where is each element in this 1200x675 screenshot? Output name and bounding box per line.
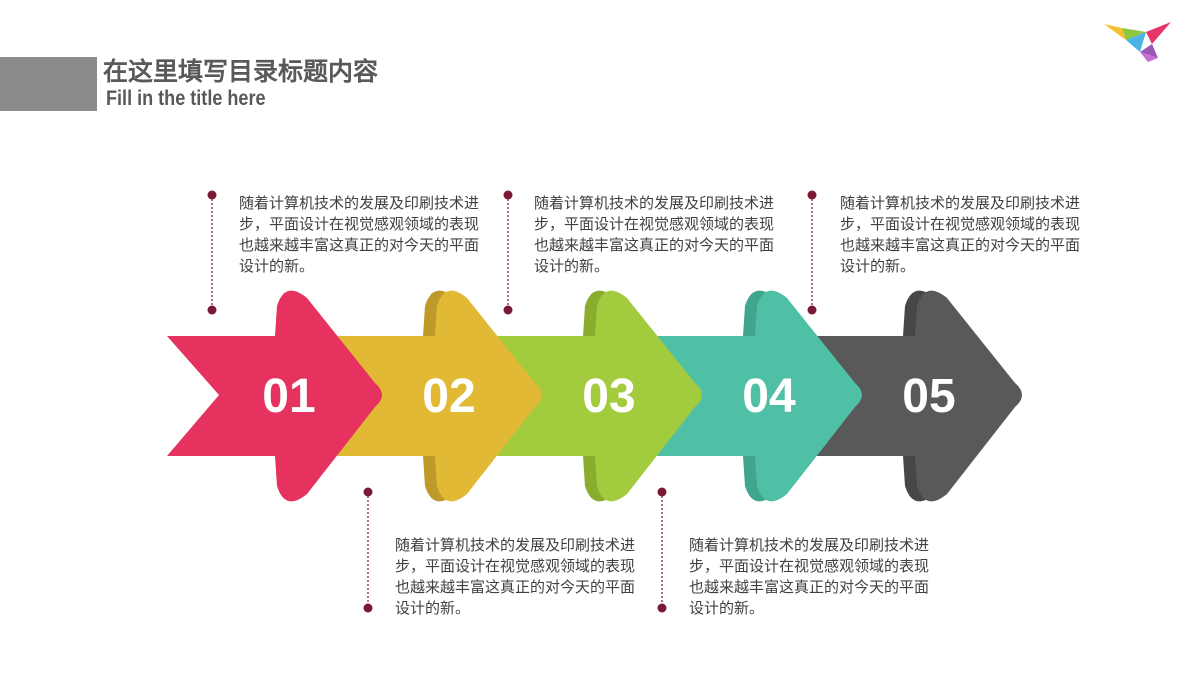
connector-dot — [503, 190, 513, 200]
connector-dot — [207, 305, 217, 315]
step-5-description: 随着计算机技术的发展及印刷技术进步，平面设计在视觉感观领域的表现也越来越丰富这真… — [840, 194, 1081, 275]
connector-dot — [657, 603, 667, 613]
step-number-1: 01 — [262, 370, 315, 423]
arrow-step-3 — [487, 290, 702, 502]
connector-dot — [807, 305, 817, 315]
connector-dot — [807, 190, 817, 200]
connector-dot — [363, 487, 373, 497]
page-title: 在这里填写目录标题内容 — [103, 57, 379, 86]
step-number-5: 05 — [902, 370, 955, 423]
step-1-description: 随着计算机技术的发展及印刷技术进步，平面设计在视觉感观领域的表现也越来越丰富这真… — [239, 194, 480, 275]
step-number-2: 02 — [422, 370, 475, 423]
step-number-4: 04 — [742, 370, 796, 423]
page-subtitle: Fill in the title here — [106, 87, 266, 110]
step-number-3: 03 — [582, 370, 635, 423]
arrow-step-2 — [327, 290, 542, 502]
connector-dot — [207, 190, 217, 200]
connector-dot — [657, 487, 667, 497]
arrow-step-1 — [167, 290, 382, 502]
connector-dot — [503, 305, 513, 315]
connector-dot — [363, 603, 373, 613]
step-2-description: 随着计算机技术的发展及印刷技术进步，平面设计在视觉感观领域的表现也越来越丰富这真… — [395, 536, 636, 617]
step-4-description: 随着计算机技术的发展及印刷技术进步，平面设计在视觉感观领域的表现也越来越丰富这真… — [689, 536, 930, 617]
colorful-origami-bird-icon — [1104, 22, 1171, 62]
step-3-description: 随着计算机技术的发展及印刷技术进步，平面设计在视觉感观领域的表现也越来越丰富这真… — [534, 194, 775, 275]
arrow-step-4 — [647, 290, 862, 502]
arrow-step-5 — [807, 290, 1022, 502]
header-accent-block — [0, 57, 97, 111]
